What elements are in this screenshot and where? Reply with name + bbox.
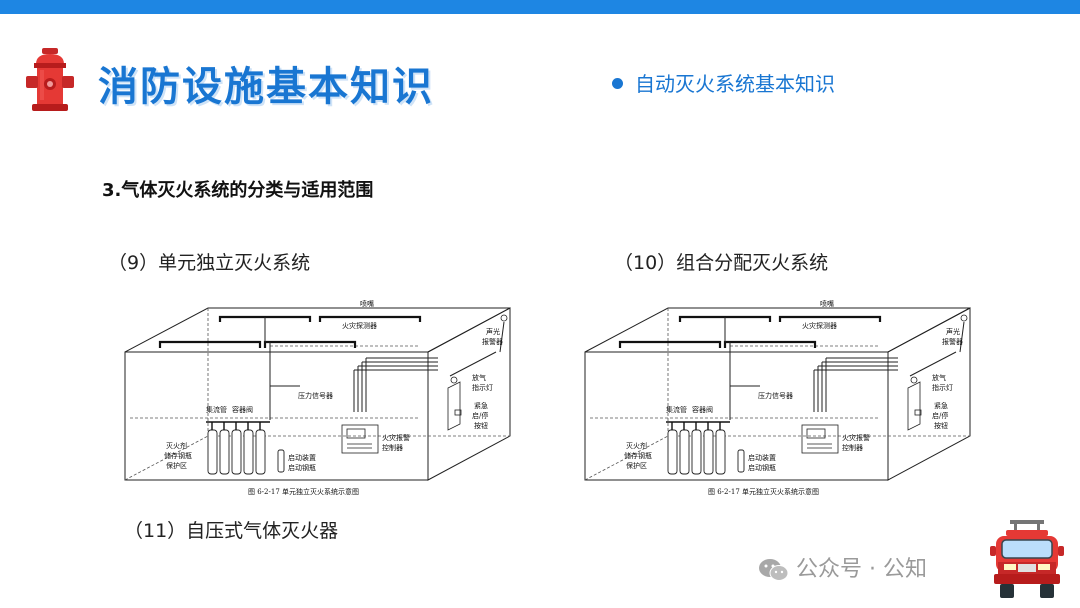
section-heading: 3.气体灭火系统的分类与适用范围 — [102, 180, 374, 201]
label-storage-a: 灭火剂 — [166, 441, 187, 450]
label-detector: 火灾探测器 — [342, 321, 377, 330]
label-emergency-a: 紧急 — [474, 401, 488, 410]
label-storage-b: 储存钢瓶 — [164, 451, 192, 460]
subsection-9: （9）单元独立灭火系统 — [108, 252, 311, 274]
watermark: 公众号 · 公知 — [758, 551, 927, 583]
label-starter-a: 启动装置 — [748, 453, 776, 462]
topic-text: 自动灭火系统基本知识 — [635, 72, 835, 96]
label-manifold: 集流管 — [206, 405, 227, 414]
subsection-11: （11）自压式气体灭火器 — [124, 520, 339, 542]
fire-hydrant-icon — [26, 48, 74, 111]
label-release-a: 放气 — [472, 373, 486, 382]
label-nozzle: 喷嘴 — [360, 300, 374, 308]
label-pressure-switch: 压力信号器 — [758, 391, 793, 400]
label-manifold: 集流管 — [666, 405, 687, 414]
label-starter-b: 启动钢瓶 — [748, 463, 776, 472]
label-alarm-b: 报警器 — [482, 337, 503, 346]
label-starter-a: 启动装置 — [288, 453, 316, 462]
label-emergency-c: 按钮 — [474, 421, 488, 430]
label-storage-b: 储存钢瓶 — [624, 451, 652, 460]
label-zone: 保护区 — [626, 461, 647, 470]
label-release-b: 指示灯 — [932, 383, 953, 392]
fire-truck-icon — [990, 520, 1064, 598]
label-starter-b: 启动钢瓶 — [288, 463, 316, 472]
label-release-b: 指示灯 — [472, 383, 493, 392]
label-emergency-b: 启/停 — [472, 411, 488, 420]
label-emergency-a: 紧急 — [934, 401, 948, 410]
diagram-caption: 图 6-2-17 单元独立灭火系统示意图 — [708, 487, 819, 496]
system-diagram-right: 喷嘴 火灾探测器 声光 报警器 压力信号器 放气 指示灯 集流管 容器阀 紧急 … — [584, 300, 971, 496]
label-panel-b: 控制器 — [842, 443, 863, 452]
label-panel-a: 火灾报警 — [382, 433, 410, 442]
label-detector: 火灾探测器 — [802, 321, 837, 330]
label-emergency-c: 按钮 — [934, 421, 948, 430]
watermark-text: 公众号 · 公知 — [796, 557, 927, 582]
wechat-icon — [759, 559, 789, 581]
label-emergency-b: 启/停 — [932, 411, 948, 420]
label-pressure-switch: 压力信号器 — [298, 391, 333, 400]
label-nozzle: 喷嘴 — [820, 300, 834, 308]
label-release-a: 放气 — [932, 373, 946, 382]
label-alarm-b: 报警器 — [942, 337, 963, 346]
diagram-caption: 图 6-2-17 单元独立灭火系统示意图 — [248, 487, 359, 496]
subsection-10: （10）组合分配灭火系统 — [614, 252, 829, 274]
topic-label: 自动灭火系统基本知识 — [612, 68, 835, 97]
page-title: 消防设施基本知识 — [98, 64, 434, 110]
label-alarm-a: 声光 — [946, 327, 960, 336]
bullet-icon — [612, 78, 623, 89]
top-accent-bar — [0, 0, 1080, 14]
system-diagram-left: 喷嘴 火灾探测器 声光 报警器 压力信号器 放气 指示灯 集流管 容器阀 紧急 … — [124, 300, 511, 496]
label-panel-b: 控制器 — [382, 443, 403, 452]
label-panel-a: 火灾报警 — [842, 433, 870, 442]
label-zone: 保护区 — [166, 461, 187, 470]
label-storage-a: 灭火剂 — [626, 441, 647, 450]
label-valve: 容器阀 — [232, 405, 253, 414]
label-valve: 容器阀 — [692, 405, 713, 414]
label-alarm-a: 声光 — [486, 327, 500, 336]
